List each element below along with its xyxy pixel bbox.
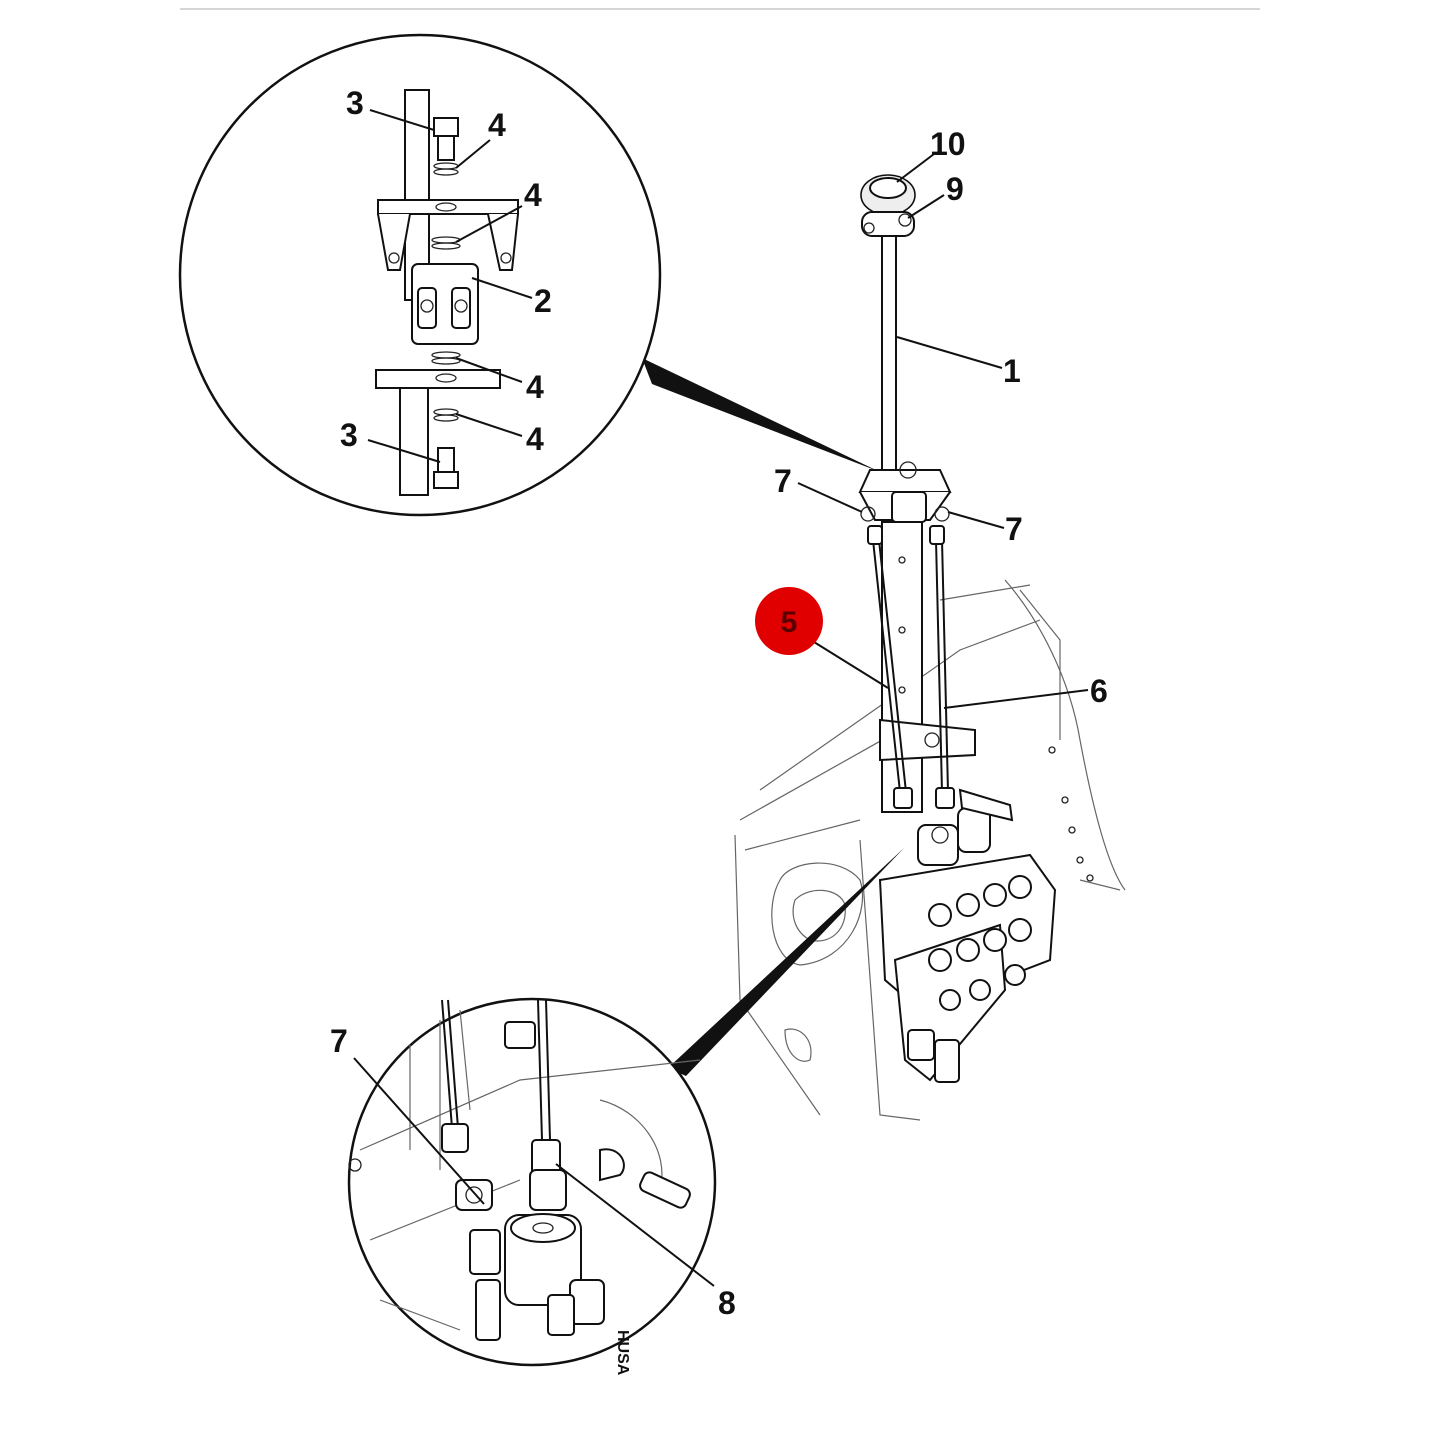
callout-link-right: 7: [1005, 511, 1023, 547]
callout-u-joint: 2: [534, 283, 552, 319]
detail-bottom-circle: HUSA 7 8: [330, 997, 736, 1376]
washer-stack-c: [431, 351, 461, 365]
detail-bottom-pointer: [668, 848, 904, 1076]
callout-knob: 10: [930, 126, 966, 162]
callout-bolt-lower: 3: [340, 417, 358, 453]
callout-fitting: 8: [718, 1285, 736, 1321]
callout-knob-screw: 9: [946, 171, 964, 207]
detail-top-pointer: [642, 358, 880, 472]
callout-bolt-upper: 3: [346, 85, 364, 121]
detail-top-circle: 3 4 4 2 4 4 3: [178, 33, 662, 517]
highlight-dot: [755, 587, 823, 655]
callout-link-detail: 7: [330, 1023, 348, 1059]
mount-bracket: [858, 461, 976, 813]
callout-rod: 6: [1090, 673, 1108, 709]
washer-stack-d: [433, 408, 459, 422]
machine-body: [734, 579, 1126, 1121]
callout-washer-b: 4: [524, 177, 542, 213]
callout-washer-d: 4: [526, 421, 544, 457]
callout-highlighted-rod: 5: [781, 606, 798, 639]
control-lever: [860, 174, 916, 471]
u-joint: [411, 263, 479, 345]
callout-lever: 1: [1003, 353, 1021, 389]
callout-washer-c: 4: [526, 369, 544, 405]
control-valve: [878, 788, 1057, 1083]
control-rods: [867, 525, 955, 809]
callout-link-left: 7: [774, 463, 792, 499]
callout-washer-a: 4: [488, 107, 506, 143]
highlight-marker: 5: [755, 587, 823, 655]
valve-stamp: HUSA: [614, 1330, 631, 1376]
